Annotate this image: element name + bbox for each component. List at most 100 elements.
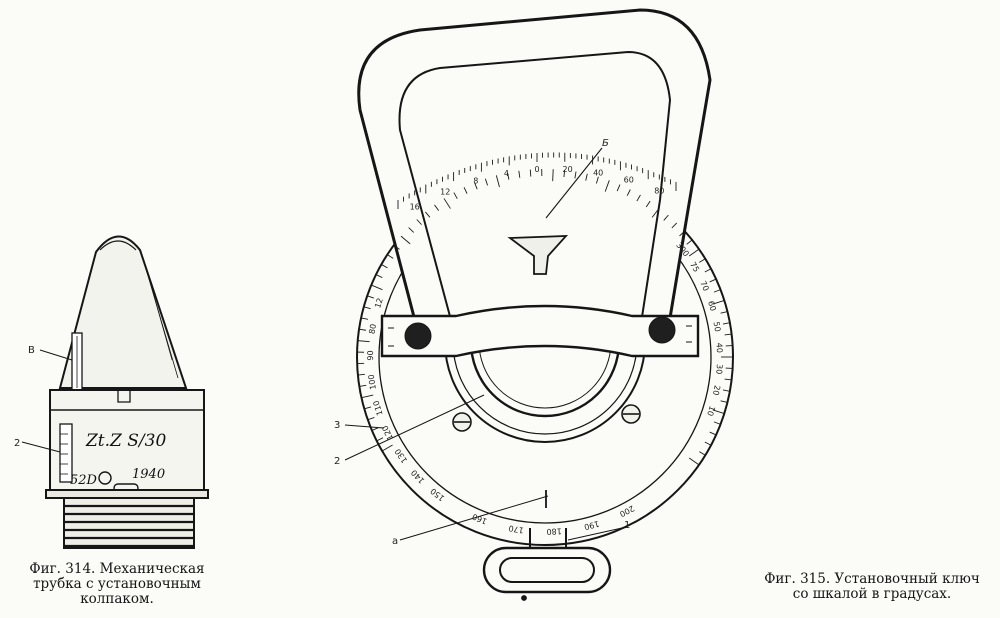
dial-scale-number: 190	[583, 519, 600, 532]
fuze-code-left: 52D	[70, 473, 98, 488]
dial-tick	[400, 235, 411, 245]
dial-tick	[688, 248, 700, 257]
dial-tick	[393, 244, 400, 250]
key-label-3: 3	[334, 420, 340, 431]
bottom-ring-inner	[499, 557, 595, 583]
dial-tick	[367, 416, 375, 421]
dial-tick	[552, 169, 554, 182]
upper-scale-number: 60	[624, 176, 634, 185]
strap-bolt-right	[648, 316, 676, 344]
dial-tick	[585, 173, 588, 181]
dial-scale-number: 50	[712, 321, 723, 333]
dial-tick	[387, 254, 394, 259]
dial-tick	[686, 239, 693, 245]
dial-tick	[626, 189, 631, 196]
dial-tick	[645, 200, 651, 208]
upper-scale-number: 80	[654, 187, 664, 196]
dial-outer-ticks	[357, 169, 733, 466]
fuze-code-right: 1940	[132, 467, 165, 482]
dial-scale-number: 30	[714, 364, 724, 375]
figure-314-caption-line: Фиг. 314. Механическая	[29, 561, 205, 577]
mounting-strap	[380, 304, 700, 358]
dial-tick	[363, 306, 371, 310]
dial-tick	[722, 389, 730, 392]
dial-tick	[364, 406, 372, 410]
dial-tick	[679, 230, 686, 237]
dial-scale-number: 20	[711, 384, 722, 396]
dial-tick	[416, 219, 422, 225]
dial-scale-number: 180	[546, 526, 562, 536]
dial-tick	[453, 192, 458, 199]
figure-315-caption: Фиг. 315. Установочный ключ со шкалой в …	[748, 572, 996, 602]
dial-tick	[518, 170, 521, 178]
handle-frame-outer	[357, 8, 712, 341]
dial-scale-number: 160	[471, 512, 489, 526]
dial-tick	[358, 328, 367, 331]
dial-tick	[425, 211, 431, 218]
upper-scale-number: 16	[410, 202, 420, 211]
dial-tick	[367, 295, 375, 299]
dial-tick	[529, 169, 532, 177]
fuze-label-2: 2	[14, 438, 20, 449]
dial-tick	[699, 451, 706, 456]
dial-tick	[709, 431, 717, 436]
dial-tick	[704, 268, 712, 273]
dial-tick	[359, 384, 367, 387]
dial-tick	[484, 178, 488, 186]
upper-scale-number: 12	[440, 187, 450, 196]
dial-scale-number: 40	[715, 343, 725, 354]
dial-tick	[713, 421, 721, 425]
pointer-lug	[507, 235, 569, 275]
dial-tick	[720, 311, 728, 314]
dial-tick	[720, 400, 728, 403]
figure-315-caption-line: Фиг. 315. Установочный ключ	[764, 571, 980, 587]
dial-tick	[443, 198, 451, 209]
dial-scale-number: 90	[366, 350, 375, 360]
dial-tick	[604, 180, 610, 192]
dial-tick	[574, 171, 577, 179]
dial-tick	[371, 427, 379, 431]
upper-scale-number: 20	[562, 165, 572, 174]
dial-scale-number: 80	[368, 323, 379, 335]
upper-scale-number: 40	[593, 168, 603, 177]
dial-tick	[376, 437, 384, 442]
dial-tick	[507, 172, 510, 180]
dial-tick	[595, 176, 599, 184]
dial-scale-number: 75	[688, 260, 701, 273]
dial-scale-number: 70	[698, 280, 710, 293]
fuze-model-inscription: Zt.Z S/30	[85, 431, 166, 451]
upper-scale-number: 0	[534, 165, 539, 174]
dial-tick	[474, 182, 478, 190]
setting-key-drawing	[344, 8, 734, 601]
figure-314-caption: Фиг. 314. Механическая трубка с установо…	[12, 562, 222, 607]
dial-scale-number: 12	[373, 297, 385, 309]
figure-314-caption-line: трубка с установочным	[33, 576, 201, 592]
dial-scale-number: 200	[618, 504, 636, 519]
dial-tick	[722, 322, 730, 325]
fuze-label-b: В	[28, 345, 35, 356]
dial-tick	[663, 214, 669, 221]
dial-tick	[709, 278, 717, 283]
dial-scale-number: 60	[706, 300, 718, 312]
dial-scale-number: 120	[380, 424, 395, 442]
dial-tick	[434, 204, 439, 211]
upper-scale-number: 4	[504, 169, 509, 178]
fuze-drawing	[21, 235, 209, 549]
dial-tick	[463, 187, 468, 194]
dial-tick	[495, 175, 500, 188]
figure-314-caption-line: колпаком.	[80, 591, 154, 607]
dial-tick	[688, 457, 700, 466]
dial-tick	[381, 444, 393, 452]
bottom-ring-outer	[482, 546, 612, 594]
key-label-2: 2	[334, 456, 340, 467]
dial-scale-number: 110	[372, 399, 385, 416]
dial-tick	[357, 373, 365, 376]
dial-tick	[616, 184, 621, 192]
dial-tick	[361, 317, 369, 320]
dial-scale-number: 100	[367, 374, 378, 390]
figure-315-caption-line: со шкалой в градусах.	[792, 586, 952, 602]
dial-tick	[375, 274, 383, 279]
handle-frame-inner	[398, 50, 672, 336]
dial-tick	[408, 227, 415, 233]
